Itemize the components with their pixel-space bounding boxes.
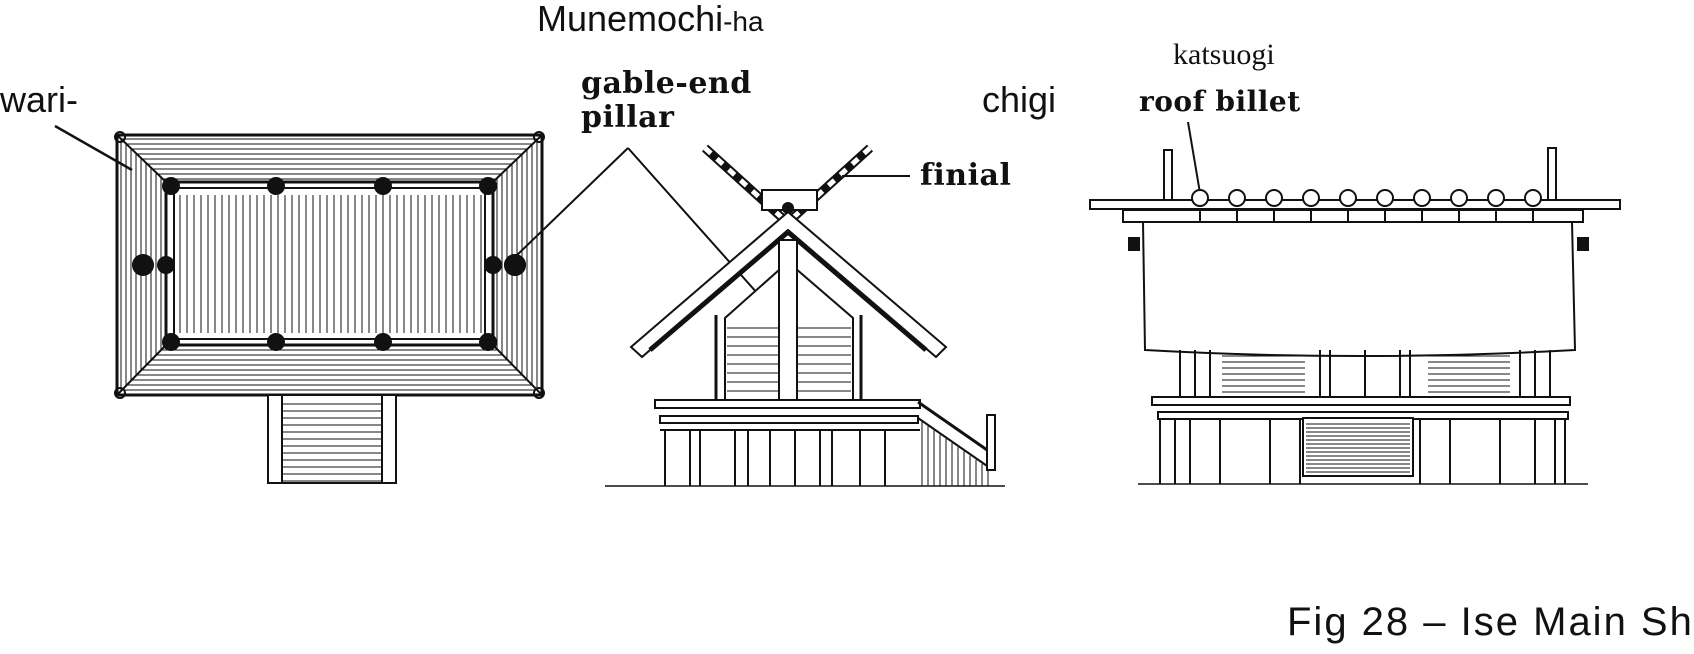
leader-wari xyxy=(54,124,133,172)
figure-caption: Fig 28 – Ise Main Sh xyxy=(1287,600,1694,644)
side-elevation-drawing xyxy=(1089,121,1621,485)
label-roof-billet: roof billet xyxy=(1139,85,1301,118)
label-munemochi-ha: Munemochi-ha xyxy=(537,0,764,40)
label-chigi: chigi xyxy=(982,79,1057,120)
leader-gable-end-plan xyxy=(514,147,629,258)
leader-roof-billet xyxy=(1187,121,1201,194)
label-wari: wari- xyxy=(0,79,78,120)
label-pillar: pillar xyxy=(581,100,675,135)
gable-elevation-drawing xyxy=(605,144,1005,487)
label-katsuogi: katsuogi xyxy=(1173,38,1275,71)
label-gable-end: gable-end xyxy=(581,66,752,101)
label-munemochi-suffix: -ha xyxy=(723,6,764,37)
label-gable-end-pillar: gable-end pillar xyxy=(581,67,752,135)
label-munemochi: Munemochi xyxy=(537,0,724,39)
label-finial: finial xyxy=(920,158,1012,193)
